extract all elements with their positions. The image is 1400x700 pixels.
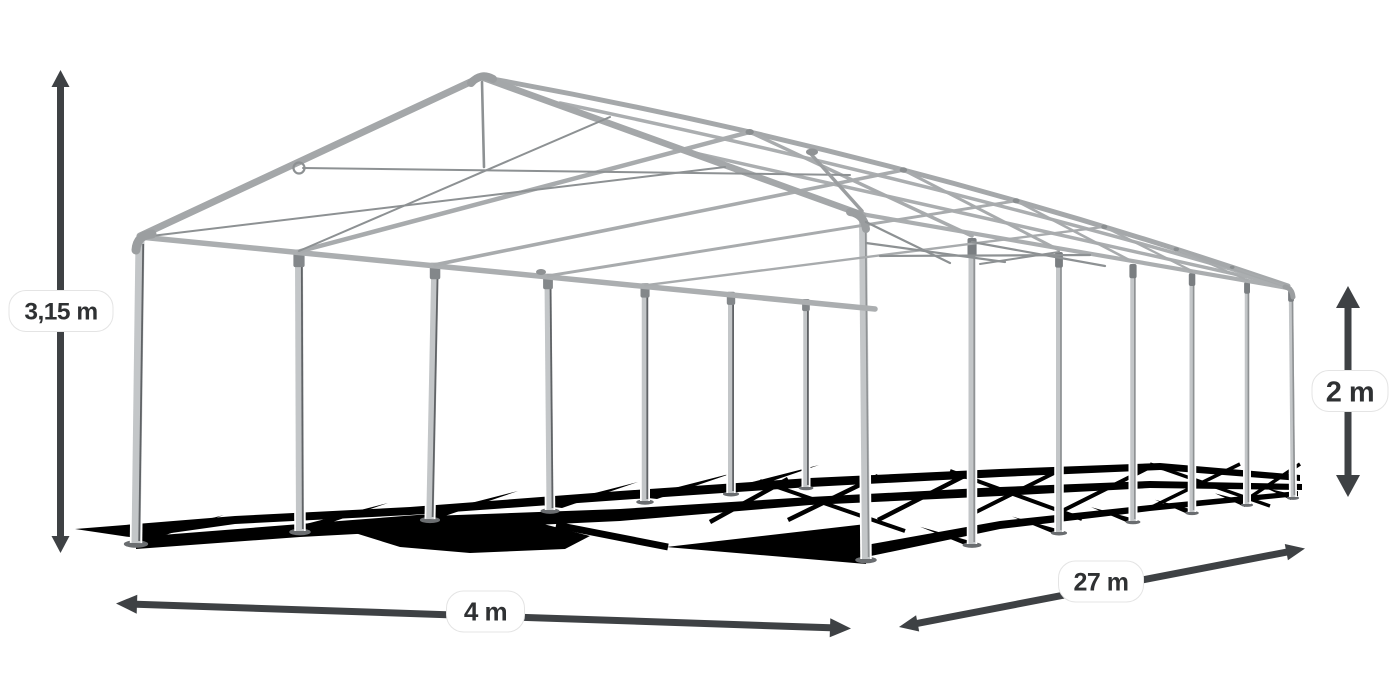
svg-text:2 m: 2 m [1326,376,1374,408]
svg-text:4 m: 4 m [464,597,507,627]
svg-text:3,15 m: 3,15 m [24,299,97,326]
svg-text:27 m: 27 m [1074,568,1129,596]
